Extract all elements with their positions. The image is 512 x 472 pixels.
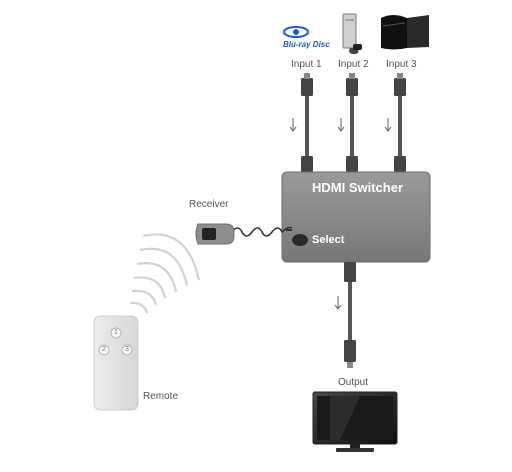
select-label: Select [312, 234, 345, 246]
ir-receiver-icon [195, 223, 293, 245]
signal-wave-icon [129, 233, 201, 314]
remote-button-1-label: 1 [114, 329, 118, 336]
remote-button-2 [98, 344, 110, 356]
switcher-title: HDMI Switcher [312, 180, 404, 195]
game-console-icon [342, 13, 362, 54]
hdmi-switcher-box [281, 171, 431, 263]
input-cable-1 [301, 73, 313, 172]
tv-monitor-icon [312, 391, 398, 452]
blu-ray-disc-logo-icon [283, 26, 309, 38]
bluray-logo-text: Blu-ray Disc [283, 40, 330, 49]
select-button-icon [292, 234, 308, 246]
input-cable-3 [394, 73, 406, 172]
receiver-label: Receiver [189, 199, 229, 210]
input-2-label: Input 2 [338, 59, 369, 70]
input-3-label: Input 3 [386, 59, 417, 70]
remote-button-3 [121, 344, 133, 356]
down-arrow-icon [334, 296, 342, 310]
remote-button-1 [110, 327, 122, 339]
output-cable [344, 262, 356, 368]
remote-control [93, 315, 139, 411]
playstation-console-icon [381, 15, 429, 50]
remote-button-3-label: 3 [125, 346, 129, 353]
down-arrow-icon [289, 118, 392, 132]
remote-button-2-label: 2 [102, 346, 106, 353]
remote-label: Remote [143, 391, 179, 402]
input-cable-2 [346, 73, 358, 172]
output-label: Output [338, 377, 369, 388]
input-1-label: Input 1 [291, 59, 322, 70]
